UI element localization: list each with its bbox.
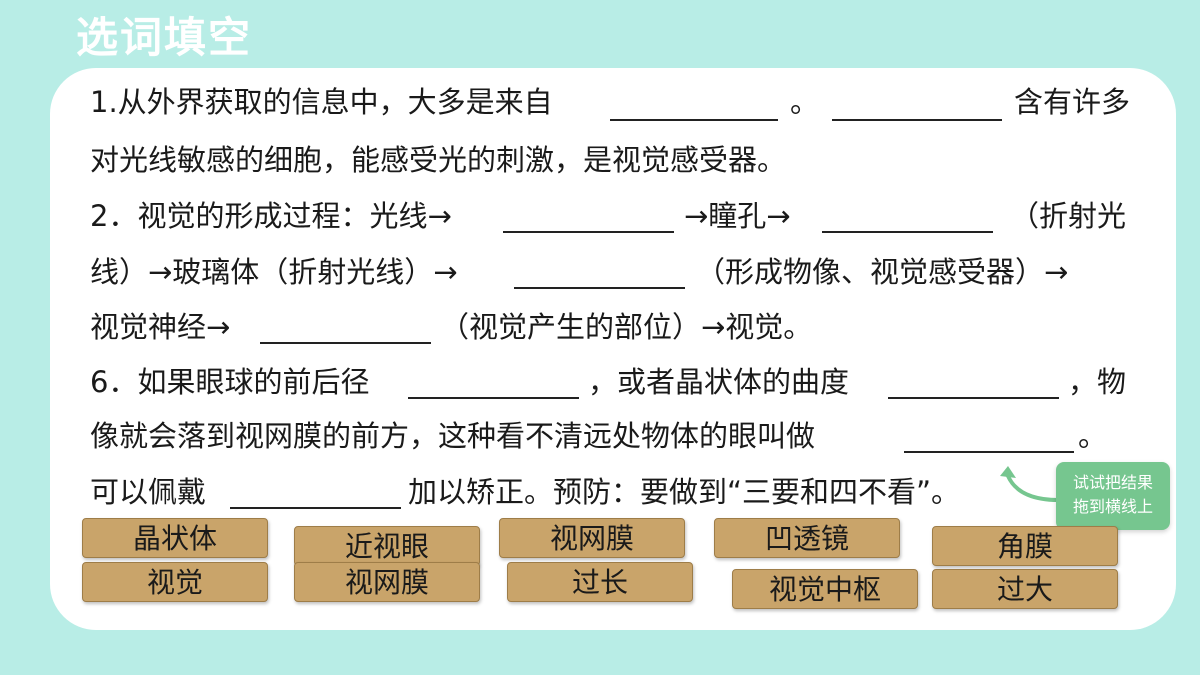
- chip-shijuezhongshu[interactable]: 视觉中枢: [732, 569, 918, 609]
- q6-text-f: 可以佩戴: [90, 475, 207, 509]
- q6-text-a: 6．如果眼球的前后径: [90, 365, 370, 399]
- chip-aotoujing[interactable]: 凹透镜: [714, 518, 900, 558]
- chip-shiwangmo-1[interactable]: 视网膜: [499, 518, 685, 558]
- q6-blank-3[interactable]: [904, 451, 1074, 453]
- drag-hint-line-1: 试试把结果: [1072, 473, 1153, 492]
- page-title: 选词填空: [76, 13, 253, 62]
- q1-blank-2[interactable]: [832, 119, 1002, 121]
- q2-text-b: →瞳孔→: [684, 199, 791, 233]
- drag-hint-tooltip: 试试把结果 拖到横线上: [1056, 462, 1170, 530]
- q1-text-c: 含有许多: [1014, 85, 1131, 119]
- chip-shiwangmo-2[interactable]: 视网膜: [294, 562, 480, 602]
- q2-text-e: （形成物像、视觉感受器）→: [696, 255, 1069, 289]
- q2-text-d: 线）→玻璃体（折射光线）→: [90, 255, 458, 289]
- q6-text-e: 。: [1078, 419, 1108, 453]
- q6-blank-2[interactable]: [888, 397, 1059, 399]
- q6-blank-4[interactable]: [230, 507, 401, 509]
- q2-blank-2[interactable]: [822, 231, 993, 233]
- q2-text-a: 2．视觉的形成过程：光线→: [90, 199, 452, 233]
- q2-text-g: （视觉产生的部位）→视觉。: [440, 310, 813, 344]
- chip-jinshiyan[interactable]: 近视眼: [294, 526, 480, 566]
- q6-text-b: ，或者晶状体的曲度: [588, 365, 850, 399]
- q2-blank-3[interactable]: [514, 287, 685, 289]
- hint-arrow-icon: [1000, 466, 1060, 502]
- chip-guochang[interactable]: 过长: [507, 562, 693, 602]
- chip-jingzhuangti[interactable]: 晶状体: [82, 518, 268, 558]
- q1-text-d: 对光线敏感的细胞，能感受光的刺激，是视觉感受器。: [90, 143, 787, 177]
- q2-text-f: 视觉神经→: [90, 310, 231, 344]
- chip-shijue[interactable]: 视觉: [82, 562, 268, 602]
- chip-guoda[interactable]: 过大: [932, 569, 1118, 609]
- q6-text-c: ，物: [1068, 365, 1127, 399]
- q2-text-c: （折射光: [1010, 199, 1127, 233]
- chip-jiaomo[interactable]: 角膜: [932, 526, 1118, 566]
- q1-text-b: 。: [790, 85, 820, 119]
- q2-blank-4[interactable]: [260, 342, 431, 344]
- q6-text-d: 像就会落到视网膜的前方，这种看不清远处物体的眼叫做: [90, 419, 816, 453]
- q6-text-g: 加以矫正。预防：要做到“三要和四不看”。: [408, 475, 961, 509]
- q2-blank-1[interactable]: [503, 231, 674, 233]
- q6-blank-1[interactable]: [408, 397, 579, 399]
- q1-blank-1[interactable]: [610, 119, 778, 121]
- drag-hint-line-2: 拖到横线上: [1072, 497, 1153, 516]
- q1-text-a: 1.从外界获取的信息中，大多是来自: [90, 85, 553, 119]
